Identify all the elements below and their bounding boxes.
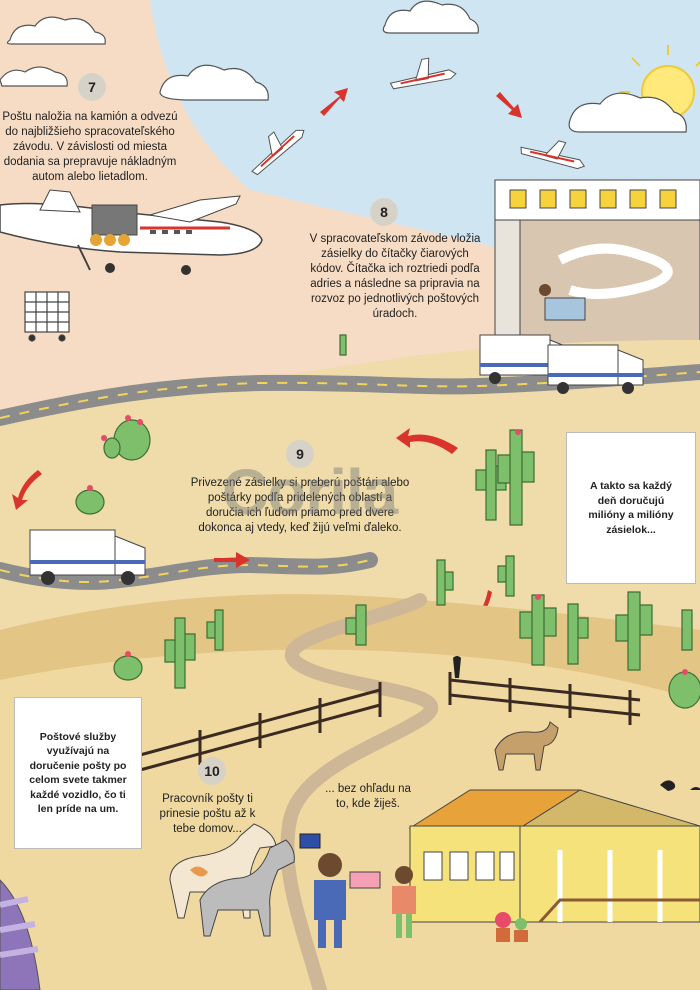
postwoman: [314, 853, 381, 948]
flow-arrows-top: [320, 88, 522, 118]
step-8-text: V spracovateľskom závode vložia zásielky…: [309, 233, 481, 320]
child: [392, 866, 416, 938]
letter-icon: [299, 833, 321, 849]
birds: [453, 656, 700, 791]
yellow-house: [408, 789, 700, 924]
horse-brown: [494, 721, 559, 771]
plane-small-3: [520, 140, 586, 170]
flower-pots: [495, 912, 528, 942]
cargo-plane: [0, 189, 263, 275]
plane-small-2: [251, 129, 305, 176]
step-number-10: 10: [198, 757, 226, 785]
luggage-cart: [24, 291, 70, 342]
step-number-9: 9: [286, 440, 314, 468]
clouds: [0, 0, 687, 133]
step-number-7: 7: [78, 73, 106, 101]
plane-small-1: [389, 57, 457, 90]
stamp-box-left: Poštové služby využívajú na doručenie po…: [14, 697, 142, 849]
step-number-8: 8: [370, 198, 398, 226]
step-10-text: Pracovník pošty ti prinesie poštu až k t…: [159, 793, 256, 835]
horse-gray: [199, 839, 295, 937]
stamp-box-right: A takto sa každý deň doručujú milióny a …: [566, 432, 696, 584]
extra-text: ... bez ohľadu na to, kde žiješ.: [325, 783, 411, 810]
van-3: [29, 529, 146, 585]
step-7-text: Poštu naložia na kamión a odvezú do najb…: [2, 111, 178, 183]
watermark: Corila: [222, 456, 398, 528]
fence-right: [448, 672, 641, 725]
van-2: [547, 344, 644, 394]
step-9-text: Privezené zásielky si preberú poštári al…: [190, 477, 410, 534]
cactus-flowers: [87, 415, 688, 675]
